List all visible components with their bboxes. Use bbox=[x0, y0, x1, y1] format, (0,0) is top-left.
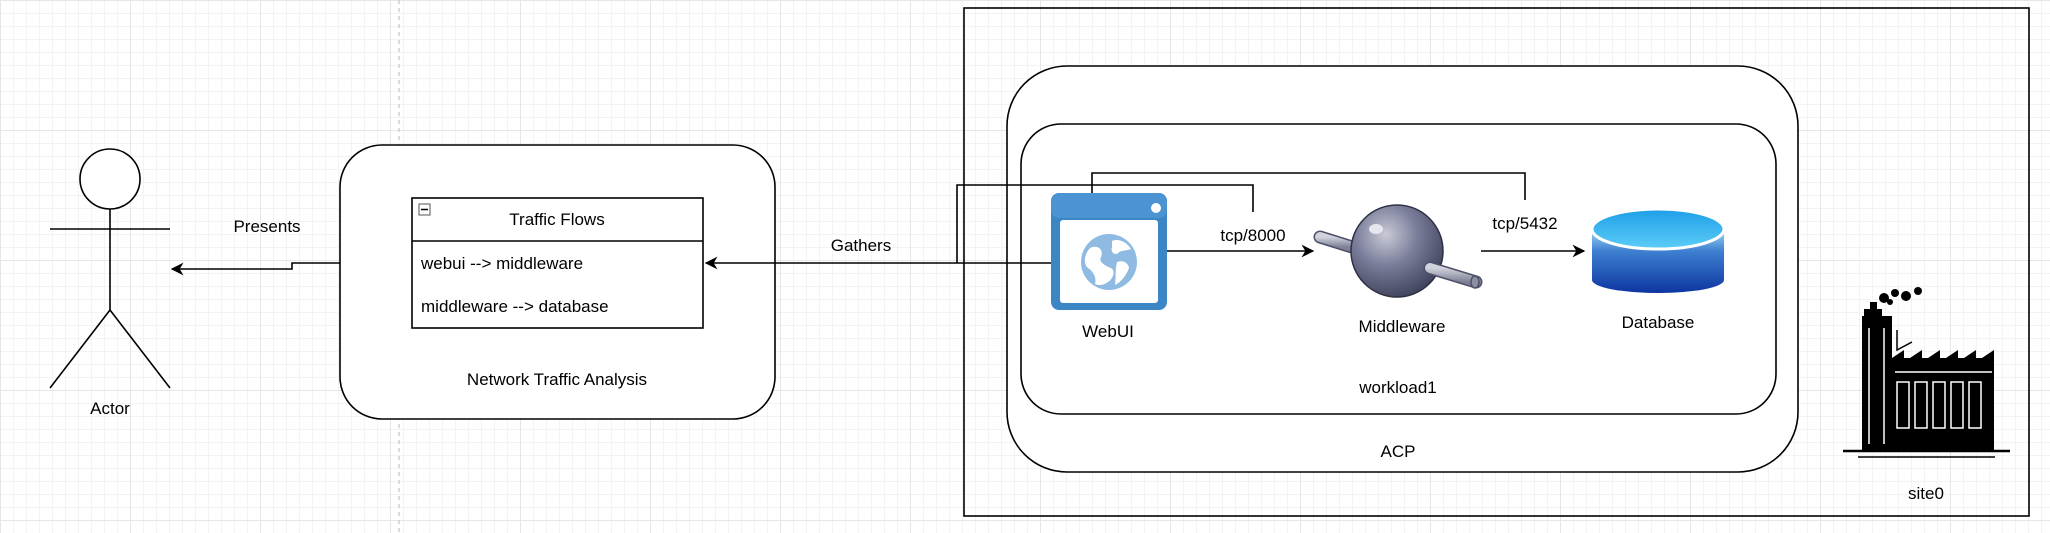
network-traffic-analysis-label: Network Traffic Analysis bbox=[467, 370, 647, 389]
actor-label: Actor bbox=[90, 399, 130, 418]
webui-to-middleware-label: tcp/8000 bbox=[1220, 226, 1285, 245]
factory-icon bbox=[1843, 287, 2010, 458]
webui-icon[interactable] bbox=[1051, 193, 1167, 310]
gathers-edge-label: Gathers bbox=[831, 236, 891, 255]
gathers-edge[interactable] bbox=[704, 172, 1526, 270]
site0-label: site0 bbox=[1908, 484, 1944, 503]
site0-box[interactable] bbox=[963, 7, 2030, 517]
middleware-icon[interactable] bbox=[1313, 204, 1483, 298]
middleware-label: Middleware bbox=[1359, 317, 1446, 336]
webui-label: WebUI bbox=[1082, 322, 1134, 341]
acp-label: ACP bbox=[1381, 442, 1416, 461]
traffic-flows-title: Traffic Flows bbox=[509, 210, 604, 229]
traffic-flows-table[interactable] bbox=[411, 197, 704, 329]
database-label: Database bbox=[1622, 313, 1695, 332]
database-icon[interactable] bbox=[1590, 207, 1726, 293]
traffic-flow-row[interactable]: webui --> middleware bbox=[420, 254, 583, 273]
collapse-icon[interactable] bbox=[418, 203, 431, 216]
presents-edge-label: Presents bbox=[233, 217, 300, 236]
traffic-flow-row[interactable]: middleware --> database bbox=[421, 297, 609, 316]
actor-figure[interactable] bbox=[49, 148, 171, 389]
middleware-to-database-label: tcp/5432 bbox=[1492, 214, 1557, 233]
workload1-label: workload1 bbox=[1358, 378, 1437, 397]
